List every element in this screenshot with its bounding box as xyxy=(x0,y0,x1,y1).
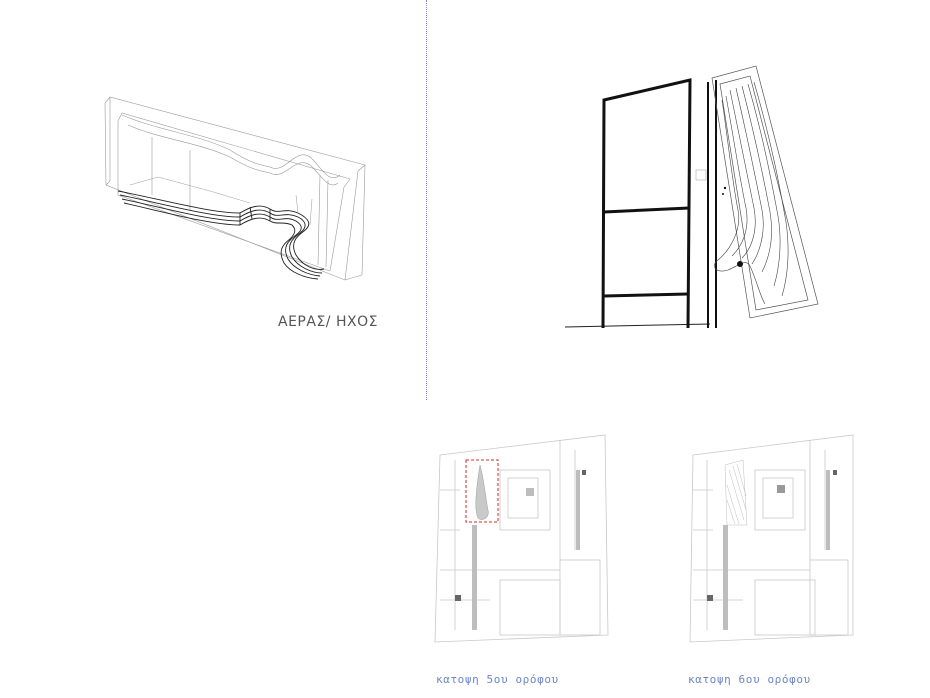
section-drawing xyxy=(560,60,820,335)
plan-5-caption: κατοψη 5ου ορόφου xyxy=(436,673,559,686)
vertical-divider xyxy=(426,0,427,400)
floor-plan-5 xyxy=(430,430,610,645)
highlight-frame xyxy=(465,459,499,523)
floor-plan-6 xyxy=(685,430,855,645)
plan-6-caption: κατοψη 6ου ορόφου xyxy=(688,673,811,686)
axonometric-label: ΑΕΡΑΣ/ ΗΧΟΣ xyxy=(278,314,378,330)
axonometric-drawing xyxy=(100,95,370,285)
